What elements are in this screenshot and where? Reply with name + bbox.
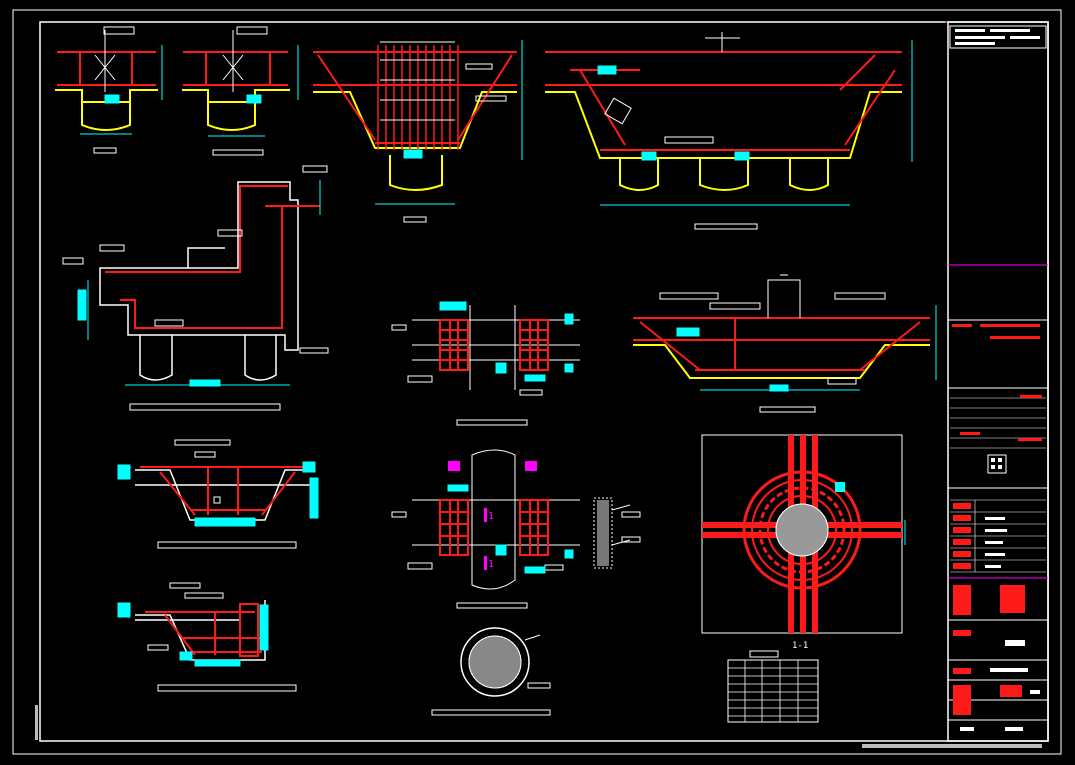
left-margin-note [35,705,38,740]
section-detail-c [313,40,523,223]
revision-table [950,397,1046,449]
section-mark-1-right: 1 [488,559,494,570]
title-block-notes [952,324,1040,339]
sheet-footer-note [862,744,1042,748]
pier-cap-section-upper [117,439,319,549]
section-detail-b [182,26,299,156]
pile-cap-plan: 1-1 [701,434,906,651]
pier-cap-section-lower [117,582,297,692]
drawing-list [950,499,1046,573]
pile-plan-label: 1-1 [792,641,808,651]
title-block-header [949,25,1047,49]
section-detail-d [545,32,913,230]
section-mark-1-left: 1 [488,511,494,522]
elevation-detail-right [633,274,937,413]
rebar-schedule-table [727,650,819,723]
column-joint-detail-lower: 1 1 [391,449,580,609]
pile-circular-section [431,627,551,716]
title-block [947,21,1049,742]
sheet-info [948,679,1048,731]
column-joint-detail-upper [391,301,580,426]
elevation-detail-left [62,165,329,411]
title-block-stamp [987,454,1007,474]
pile-rebar-sketch [593,497,641,569]
section-detail-a [55,26,163,154]
signature-block [948,585,1048,674]
